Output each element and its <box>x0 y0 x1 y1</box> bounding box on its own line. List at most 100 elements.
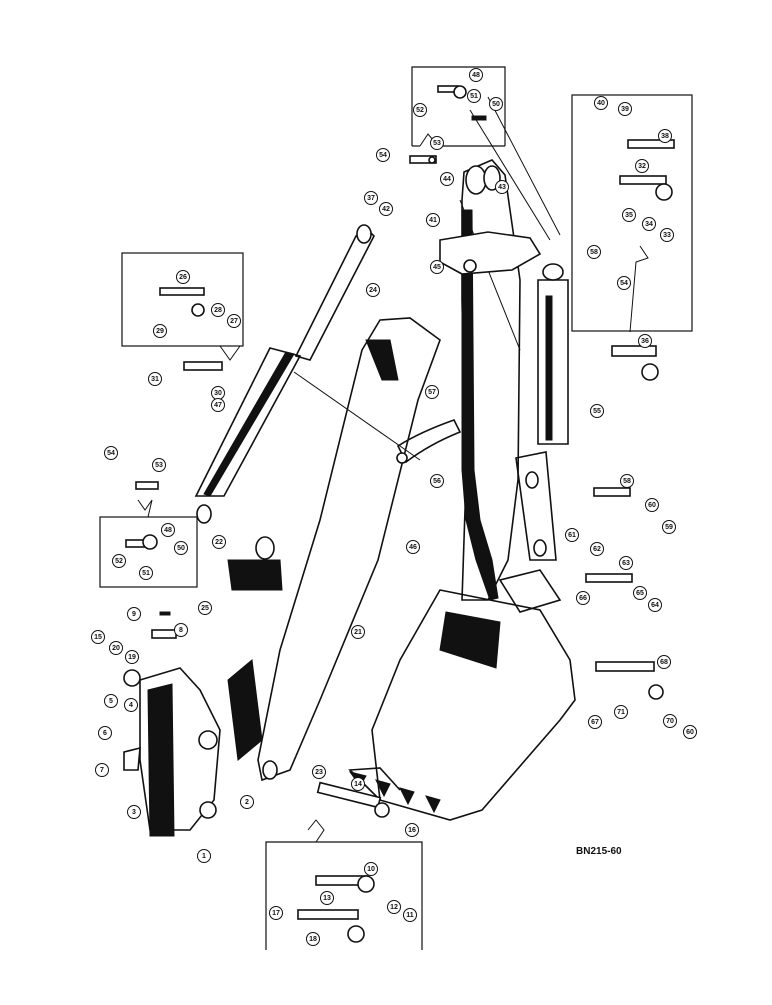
callout-51: 51 <box>467 89 481 103</box>
callout-circle <box>618 102 632 116</box>
callout-33: 33 <box>660 228 674 242</box>
callout-number: 1 <box>202 853 206 860</box>
callout-number: 58 <box>590 249 598 256</box>
callout-circle <box>683 725 697 739</box>
callout-circle <box>125 650 139 664</box>
callout-59: 59 <box>662 520 676 534</box>
hardware <box>125 85 675 943</box>
callout-number: 60 <box>648 502 656 509</box>
callout-62: 62 <box>590 542 604 556</box>
callout-number: 51 <box>470 93 478 100</box>
callout-48: 48 <box>161 523 175 537</box>
callout-circle <box>430 136 444 150</box>
callout-number: 53 <box>155 462 163 469</box>
callout-circle <box>109 641 123 655</box>
callout-48: 48 <box>469 68 483 82</box>
callout-5: 5 <box>104 694 118 708</box>
callout-number: 60 <box>686 729 694 736</box>
callout-circle <box>587 245 601 259</box>
callout-circle <box>364 191 378 205</box>
callout-37: 37 <box>364 191 378 205</box>
callout-56: 56 <box>430 474 444 488</box>
callout-circle <box>197 849 211 863</box>
callout-circle <box>590 542 604 556</box>
callout-number: 6 <box>103 730 107 737</box>
bucket-link <box>396 419 462 464</box>
callout-number: 71 <box>617 709 625 716</box>
callout-number: 26 <box>179 274 187 281</box>
callout-circle <box>642 217 656 231</box>
callout-circle <box>565 528 579 542</box>
callout-31: 31 <box>148 372 162 386</box>
callout-number: 44 <box>443 176 451 183</box>
callout-52: 52 <box>112 554 126 568</box>
callout-43: 43 <box>495 180 509 194</box>
dipper-stick <box>227 317 441 782</box>
callout-number: 41 <box>429 217 437 224</box>
bucket-cylinder <box>515 263 569 561</box>
callout-number: 57 <box>428 389 436 396</box>
callout-circle <box>617 276 631 290</box>
callout-circle <box>660 228 674 242</box>
callout-circle <box>594 96 608 110</box>
callout-55: 55 <box>590 404 604 418</box>
callout-circle <box>139 566 153 580</box>
callout-number: 4 <box>129 702 133 709</box>
callout-67: 67 <box>588 715 602 729</box>
callout-number: 22 <box>215 539 223 546</box>
callout-number: 42 <box>382 206 390 213</box>
callout-number: 33 <box>663 232 671 239</box>
callout-circle <box>620 474 634 488</box>
callout-number: 58 <box>623 478 631 485</box>
callout-circle <box>614 705 628 719</box>
callout-circle <box>430 260 444 274</box>
callout-8: 8 <box>174 623 188 637</box>
callout-60: 60 <box>645 498 659 512</box>
callout-11: 11 <box>403 908 417 922</box>
callout-53: 53 <box>152 458 166 472</box>
callout-circle <box>657 655 671 669</box>
bucket <box>348 569 576 821</box>
callout-number: 50 <box>492 101 500 108</box>
callout-70: 70 <box>663 714 677 728</box>
callout-45: 45 <box>430 260 444 274</box>
swing-casting <box>123 667 221 837</box>
callout-circle <box>406 540 420 554</box>
callout-circle <box>104 446 118 460</box>
callout-number: 37 <box>367 195 375 202</box>
callout-number: 65 <box>636 590 644 597</box>
callout-number: 29 <box>156 328 164 335</box>
callout-number: 30 <box>214 390 222 397</box>
inset-box-bottom <box>265 841 423 950</box>
callout-circle <box>387 900 401 914</box>
callout-42: 42 <box>379 202 393 216</box>
callout-number: 48 <box>472 72 480 79</box>
callout-number: 34 <box>645 221 653 228</box>
callout-circle <box>619 556 633 570</box>
callout-21: 21 <box>351 625 365 639</box>
callout-number: 9 <box>132 611 136 618</box>
callout-circle <box>430 474 444 488</box>
callout-13: 13 <box>320 891 334 905</box>
callout-number: 63 <box>622 560 630 567</box>
callout-23: 23 <box>312 765 326 779</box>
callout-number: 25 <box>201 605 209 612</box>
callout-3: 3 <box>127 805 141 819</box>
callout-number: 3 <box>132 809 136 816</box>
callout-10: 10 <box>364 862 378 876</box>
callout-circle <box>405 823 419 837</box>
callout-number: 32 <box>638 163 646 170</box>
callout-circle <box>648 598 662 612</box>
callout-18: 18 <box>306 932 320 946</box>
callout-circle <box>351 777 365 791</box>
callout-44: 44 <box>440 172 454 186</box>
callout-number: 70 <box>666 718 674 725</box>
callout-circle <box>635 159 649 173</box>
callout-7: 7 <box>95 763 109 777</box>
callout-39: 39 <box>618 102 632 116</box>
callout-19: 19 <box>125 650 139 664</box>
callout-circle <box>152 458 166 472</box>
callout-number: 21 <box>354 629 362 636</box>
callout-number: 50 <box>177 545 185 552</box>
callout-circle <box>413 103 427 117</box>
